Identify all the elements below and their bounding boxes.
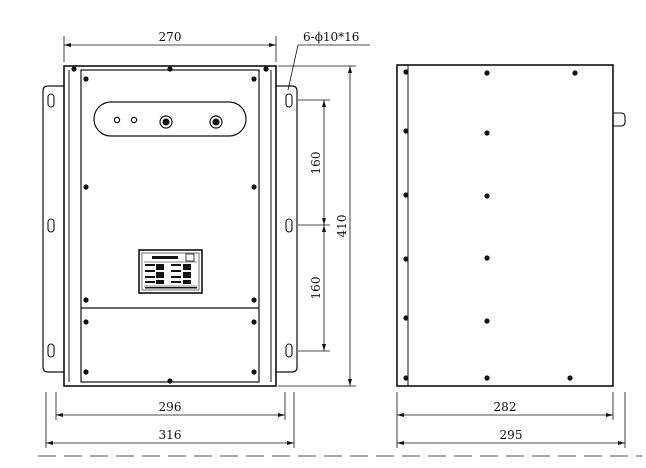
indicator-led-1 [113, 116, 121, 124]
nameplate [138, 249, 203, 294]
dim-outer-width: 316 [159, 428, 182, 442]
mounting-slots [47, 93, 293, 358]
dim-hole-spacing-lower: 160 [309, 277, 323, 300]
rotary-switch-1 [159, 115, 173, 129]
left-mounting-flange [42, 85, 64, 373]
side-screws [403, 69, 578, 381]
nameplate-text-blocks [145, 256, 197, 289]
side-housing [396, 64, 614, 387]
dim-hole-spacing-upper: 160 [309, 152, 323, 175]
dimension-arrows [46, 43, 625, 445]
front-screws [71, 66, 269, 384]
dim-hole-callout: 6-ϕ10*16 [303, 30, 359, 44]
dim-side-inner-depth: 282 [494, 400, 517, 414]
dim-inner-width: 296 [159, 400, 182, 414]
dim-side-outer-depth: 295 [500, 428, 523, 442]
right-mounting-flange [276, 85, 298, 373]
control-panel [93, 101, 247, 137]
rotary-switch-2 [209, 115, 223, 129]
dimension-lines [45, 36, 626, 448]
front-housing [63, 65, 277, 387]
dim-top-width: 270 [159, 30, 182, 44]
side-view [396, 64, 626, 387]
dim-total-height: 410 [335, 215, 349, 238]
side-latch [613, 112, 626, 127]
front-view [42, 65, 298, 387]
indicator-led-2 [130, 116, 138, 124]
